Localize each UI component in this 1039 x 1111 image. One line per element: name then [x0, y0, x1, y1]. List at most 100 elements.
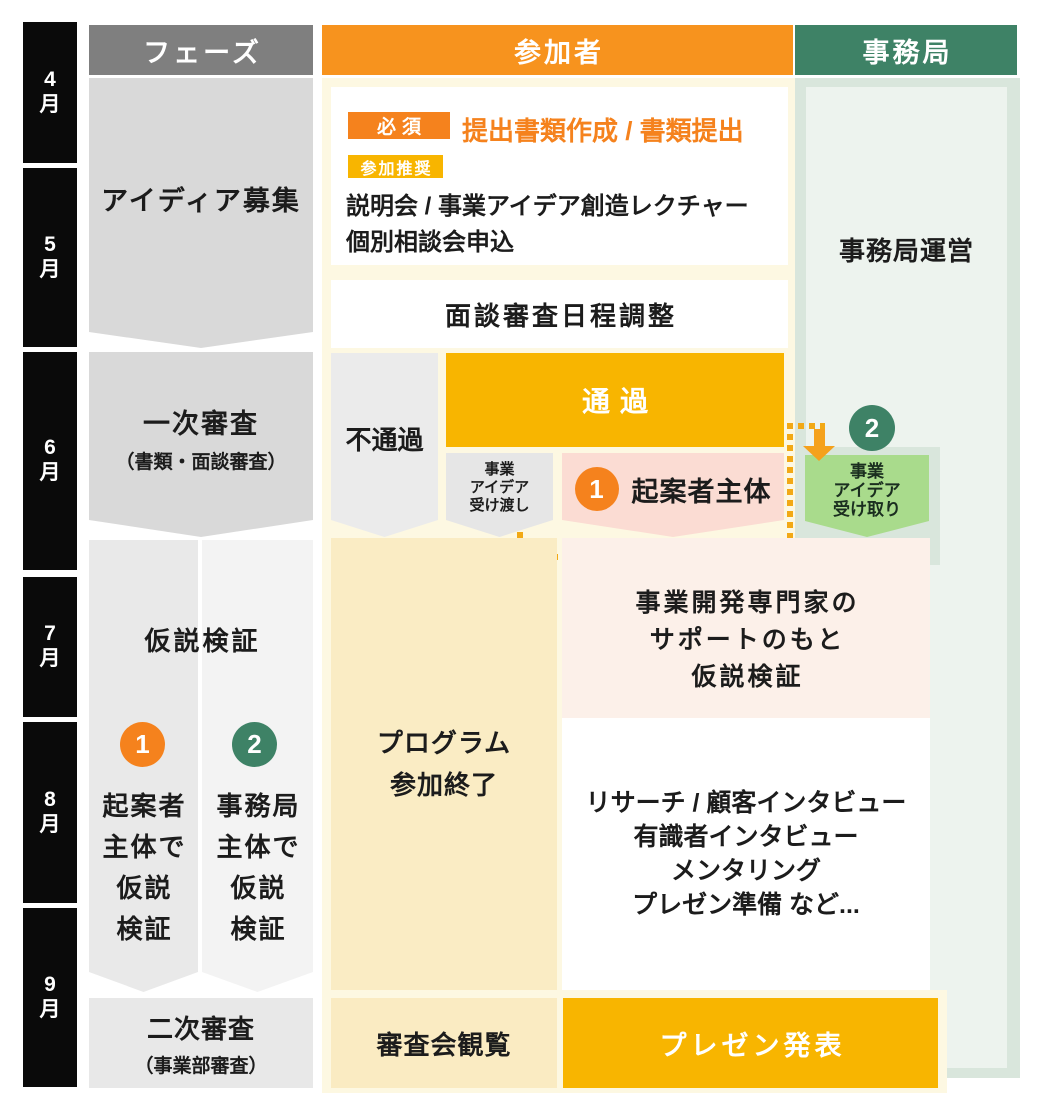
research-activity-line: 有識者インタビュー — [633, 823, 859, 851]
info-session-label: 説明会 / 事業アイデア創造レクチャー — [346, 193, 749, 220]
phase-header-label: フェーズ — [143, 37, 262, 68]
secretariat-header-label: 事務局 — [862, 37, 953, 68]
phase-first-screening-banner: 一次審査 （書類・面談審査） — [89, 352, 313, 537]
idea-receive-line: 受け取り — [833, 500, 901, 519]
month-unit: 月 — [39, 647, 61, 670]
program-end-line: 参加終了 — [389, 770, 498, 800]
proposer-led-label: 起案者主体 — [631, 476, 772, 507]
secretariat-track-line: 仮説 — [230, 873, 287, 903]
idea-handover-banner: 事業 アイデア 受け渡し — [446, 453, 553, 537]
marker-1-badge: 1 — [575, 467, 619, 511]
phase-idea-recruitment-banner: アイディア募集 — [89, 78, 313, 348]
idea-receive-line: 事業 — [850, 462, 884, 481]
secretariat-track-line: 主体で — [216, 832, 301, 862]
handover-arrow-stem — [814, 429, 825, 446]
marker-1-number: 1 — [589, 473, 604, 504]
month-unit: 月 — [39, 997, 61, 1021]
month-unit: 月 — [39, 461, 61, 484]
phase-hypothesis-title: 仮説検証 — [89, 621, 313, 658]
research-activity-line: プレゼン準備 など... — [632, 891, 860, 919]
research-activity-box: リサーチ / 顧客インタビュー 有識者インタビュー メンタリング プレゼン準備 … — [562, 718, 930, 990]
expert-support-box: 事業開発専門家の サポートのもと 仮説検証 — [562, 538, 930, 718]
fail-label: 不通過 — [345, 424, 424, 455]
proposer-track-line: 仮説 — [116, 873, 173, 903]
interview-schedule-card: 面談審査日程調整 — [331, 280, 788, 348]
idea-receive-banner: 事業 アイデア 受け取り — [805, 455, 929, 537]
secretariat-track-line: 事務局 — [216, 791, 301, 821]
month-number: 8 — [44, 787, 56, 811]
idea-handover-line: 事業 — [484, 461, 515, 478]
handover-dotted-path-top — [787, 423, 825, 429]
phase-first-screening-sublabel: （書類・面談審査） — [115, 451, 287, 473]
month-unit: 月 — [39, 812, 61, 836]
phase-idea-recruitment-label: アイディア募集 — [101, 185, 301, 216]
phase-column-header: フェーズ — [89, 25, 313, 75]
audit-view-box: 審査会観覧 — [331, 998, 557, 1088]
phase-second-screening-label: 二次審査 — [146, 1013, 255, 1044]
research-activity-line: メンタリング — [670, 857, 821, 885]
proposer-track-line: 検証 — [116, 914, 173, 944]
month-unit: 月 — [39, 257, 61, 281]
interview-schedule-label: 面談審査日程調整 — [444, 300, 677, 331]
marker-2-badge: 2 — [849, 405, 895, 451]
expert-support-line: 仮説検証 — [691, 662, 804, 691]
presentation-box: プレゼン発表 — [563, 998, 938, 1088]
required-badge-label: 必須 — [376, 117, 427, 138]
secretariat-track-text: 事務局 主体で 仮説 検証 — [202, 786, 313, 950]
month-number: 7 — [44, 622, 56, 646]
presentation-label: プレゼン発表 — [659, 1030, 846, 1061]
pass-box: 通過 — [446, 353, 784, 447]
research-activity-line: リサーチ / 顧客インタビュー — [585, 789, 907, 817]
phase-second-screening-sublabel: （事業部審査） — [134, 1055, 268, 1077]
consultation-text: 個別相談会申込 — [346, 222, 514, 257]
secretariat-operation-text: 事務局運営 — [806, 231, 1007, 268]
pass-label: 通過 — [581, 386, 658, 417]
idea-handover-line: 受け渡し — [469, 497, 530, 514]
month-number: 5 — [44, 232, 56, 256]
handover-arrow-icon — [803, 446, 835, 461]
month-number: 9 — [44, 972, 56, 996]
phase-second-screening-box: 二次審査 （事業部審査） — [89, 998, 313, 1088]
program-end-line: プログラム — [376, 728, 512, 758]
marker-1-number: 1 — [135, 729, 150, 759]
required-badge: 必須 — [348, 112, 450, 139]
recommended-badge: 参加推奨 — [348, 155, 443, 178]
marker-2-number: 2 — [864, 412, 880, 443]
idea-receive-line: アイデア — [833, 481, 901, 500]
month-number: 6 — [44, 436, 56, 460]
expert-support-line: 事業開発専門家の — [635, 588, 860, 617]
month-number: 4 — [44, 67, 56, 91]
participant-column-header: 参加者 — [322, 25, 793, 75]
marker-2-number: 2 — [247, 729, 262, 759]
idea-handover-line: アイデア — [469, 479, 530, 496]
required-task-label: 提出書類作成 / 書類提出 — [462, 116, 744, 146]
proposer-track-line: 主体で — [102, 832, 187, 862]
marker-2-badge: 2 — [232, 722, 277, 767]
consultation-label: 個別相談会申込 — [346, 229, 514, 256]
audit-view-label: 審査会観覧 — [376, 1029, 512, 1060]
proposer-track-line: 起案者 — [102, 791, 187, 821]
recommended-badge-label: 参加推奨 — [360, 160, 433, 178]
proposer-track-text: 起案者 主体で 仮説 検証 — [89, 786, 198, 950]
proposer-led-banner: 1 起案者主体 — [562, 453, 784, 537]
expert-support-line: サポートのもと — [649, 625, 846, 654]
required-task-text: 提出書類作成 / 書類提出 — [462, 111, 744, 148]
handover-dotted-path-vertical — [787, 423, 793, 559]
secretariat-track-line: 検証 — [230, 914, 287, 944]
secretariat-column-header: 事務局 — [795, 25, 1017, 75]
participant-header-label: 参加者 — [514, 37, 604, 68]
phase-first-screening-label: 一次審査 — [143, 408, 259, 439]
program-end-box: プログラム 参加終了 — [331, 538, 557, 990]
marker-1-badge: 1 — [120, 722, 165, 767]
info-session-text: 説明会 / 事業アイデア創造レクチャー — [346, 186, 749, 221]
phase-hypothesis-title-label: 仮説検証 — [144, 626, 261, 656]
secretariat-operation-label: 事務局運営 — [838, 236, 974, 266]
month-unit: 月 — [39, 92, 61, 116]
